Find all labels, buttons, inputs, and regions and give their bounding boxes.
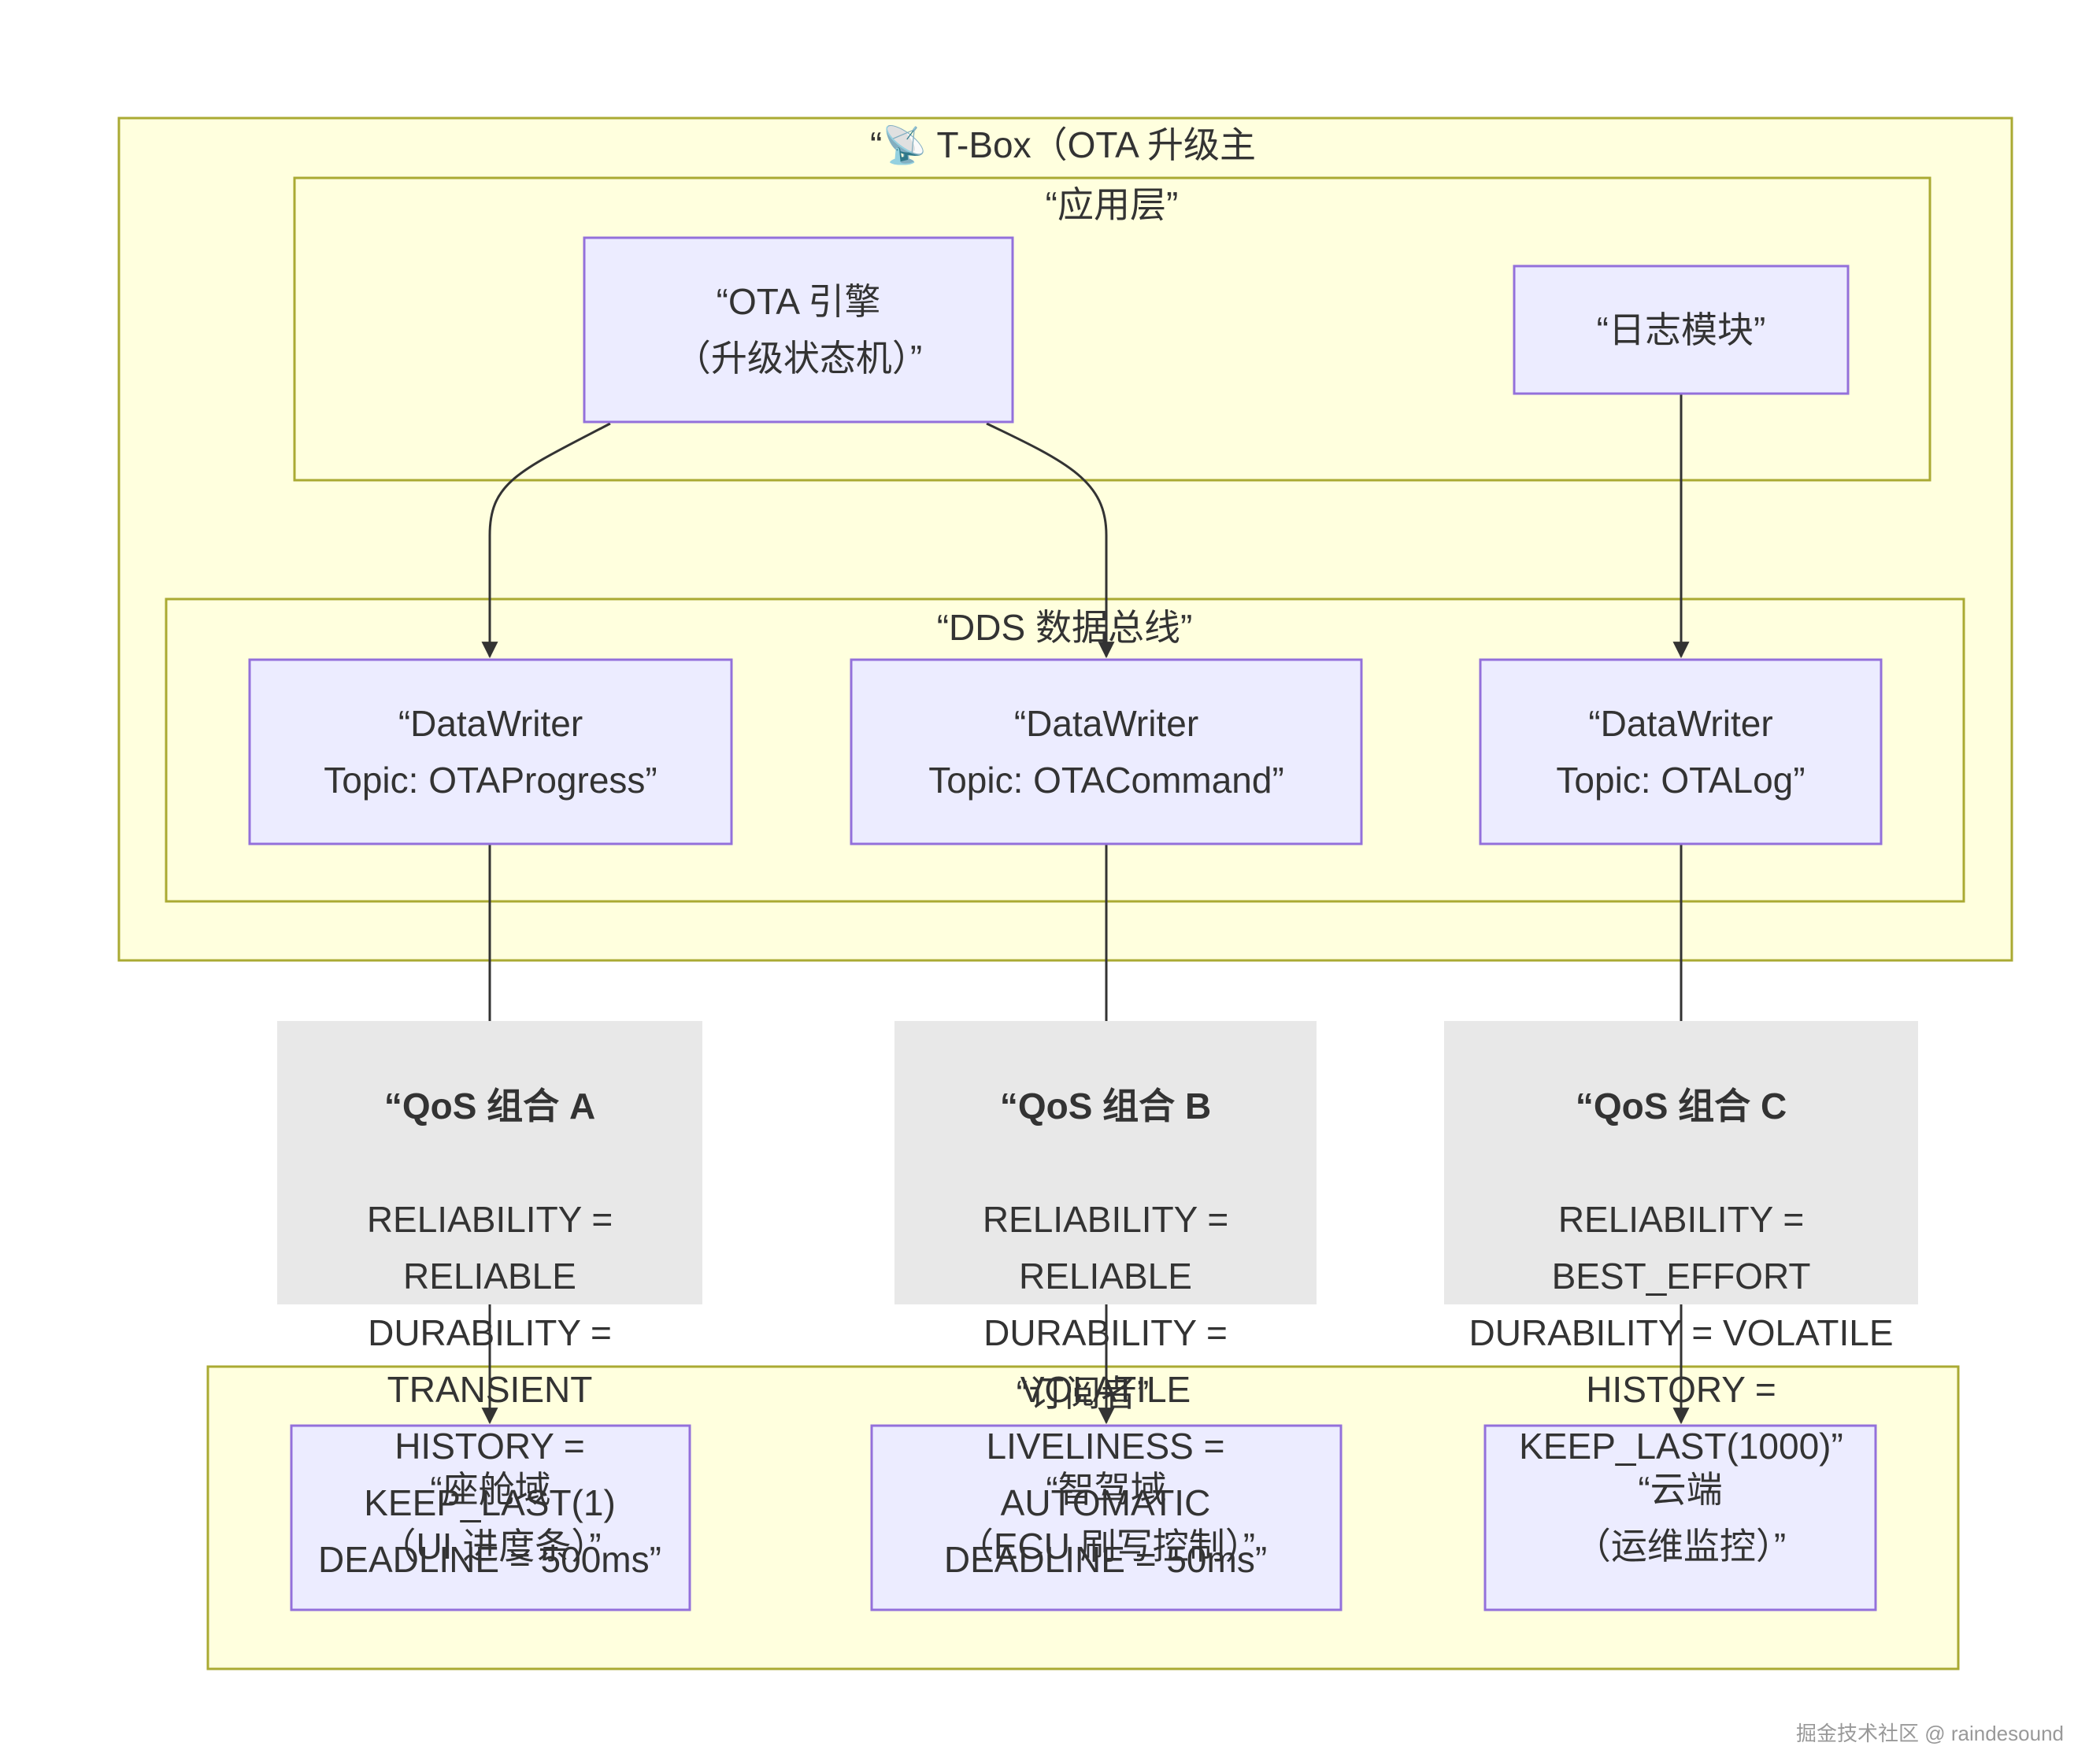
node-cockpit xyxy=(290,1424,691,1611)
node-ota-engine xyxy=(583,236,1014,424)
qos-lines-c: RELIABILITY = BEST_EFFORT DURABILITY = V… xyxy=(1469,1199,1894,1467)
watermark: 掘金技术社区 @ raindesound xyxy=(1796,1722,2064,1745)
qos-title-c: “QoS 组合 C xyxy=(1575,1086,1787,1127)
node-label-cockpit: “座舱域 （UI 进度条）” xyxy=(380,1469,602,1567)
node-writer-log xyxy=(1479,658,1883,845)
node-label-writer-progress: “DataWriter Topic: OTAProgress” xyxy=(324,703,657,801)
qos-label-c: “QoS 组合 C RELIABILITY = BEST_EFFORT DURA… xyxy=(1444,1021,1918,1467)
node-adas xyxy=(870,1424,1343,1611)
qos-title-b: “QoS 组合 B xyxy=(999,1086,1212,1127)
node-label-log-module: “日志模块” xyxy=(1596,309,1766,350)
node-label-cloud: “云端 （运维监控）” xyxy=(1574,1469,1787,1567)
node-label-writer-command: “DataWriter Topic: OTACommand” xyxy=(928,703,1284,801)
qos-lines-b: RELIABILITY = RELIABLE DURABILITY = VOLA… xyxy=(943,1199,1268,1580)
node-cloud xyxy=(1483,1424,1877,1611)
cluster-title-app-layer: “应用层” xyxy=(1045,184,1179,225)
cluster-title-subscribers: “订阅者” xyxy=(1016,1373,1150,1414)
edge-ota-engine-to-writer-progress xyxy=(481,422,611,659)
qos-label-a: “QoS 组合 A RELIABILITY = RELIABLE DURABIL… xyxy=(277,1021,702,1580)
node-label-writer-log: “DataWriter Topic: OTALog” xyxy=(1556,703,1806,801)
node-writer-command xyxy=(850,658,1363,845)
node-log-module xyxy=(1513,265,1850,395)
cluster-title-tbox: “📡 T-Box（OTA 升级主 xyxy=(869,124,1257,165)
node-label-ota-engine: “OTA 引擎 （升级状态机）” xyxy=(674,281,923,379)
edge-ota-engine-to-writer-command xyxy=(986,422,1115,659)
node-label-adas: “智驾域 （ECU 刷写控制）” xyxy=(957,1469,1256,1567)
qos-lines-a: RELIABILITY = RELIABLE DURABILITY = TRAN… xyxy=(318,1199,661,1580)
qos-title-a: “QoS 组合 A xyxy=(383,1086,596,1127)
cluster-title-dds-bus: “DDS 数据总线” xyxy=(936,607,1193,648)
qos-label-b: “QoS 组合 B RELIABILITY = RELIABLE DURABIL… xyxy=(894,1021,1317,1580)
node-writer-progress xyxy=(248,658,733,845)
